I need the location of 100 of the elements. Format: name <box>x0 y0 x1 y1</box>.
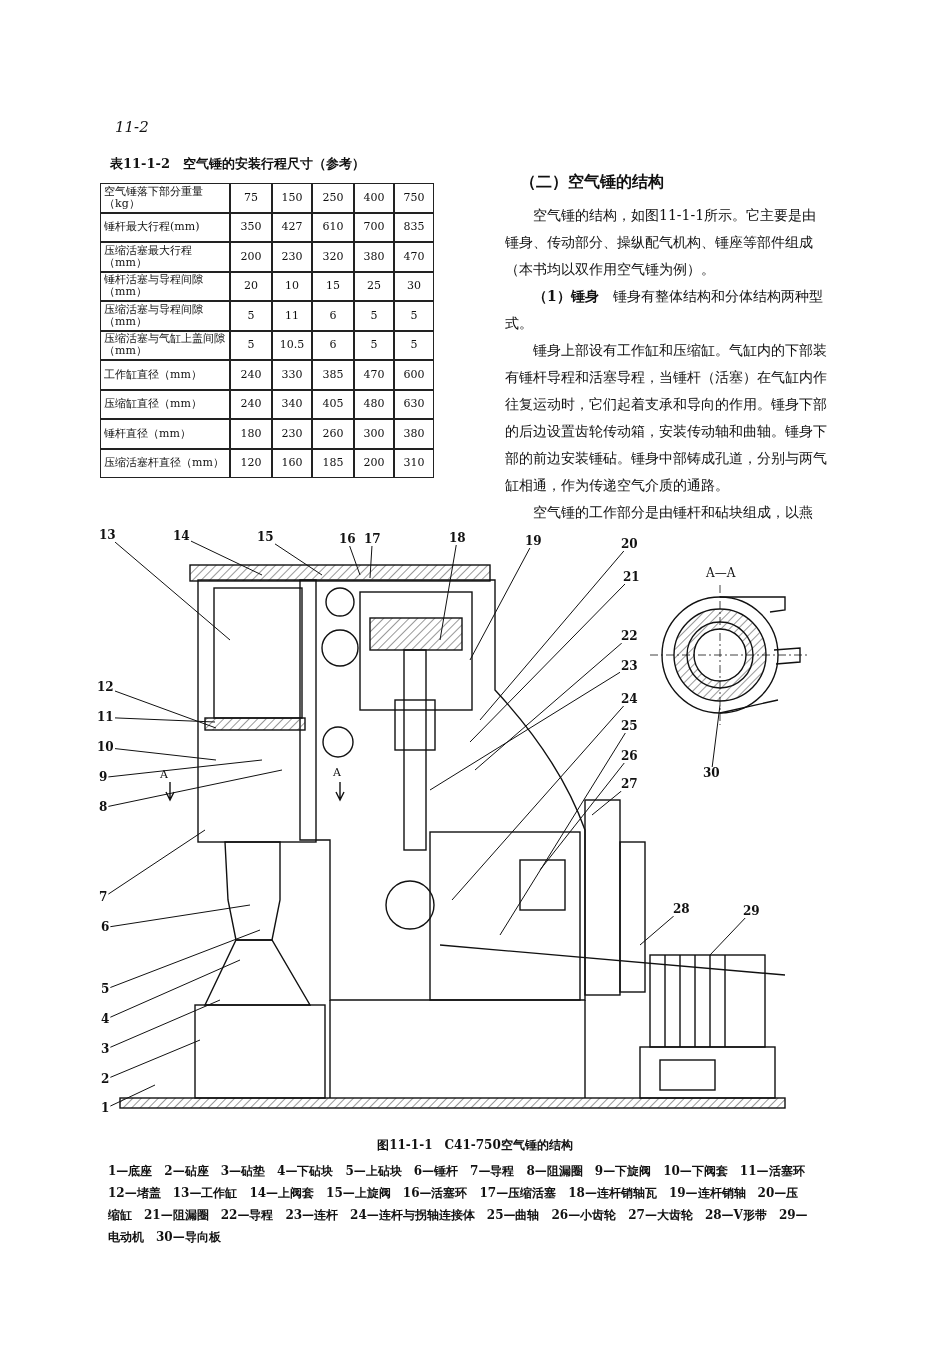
figure-caption: 图11-1-1 C41-750空气锤的结构 <box>376 1137 574 1154</box>
table-cell: 600 <box>394 360 434 390</box>
callout-number: 7 <box>98 891 109 904</box>
callout-number: 1 <box>100 1102 111 1115</box>
table-cell: 空气锤落下部分重量（kg） <box>100 183 230 213</box>
callout-number: 6 <box>100 921 111 934</box>
table-cell: 20 <box>230 271 272 301</box>
callout-number: 15 <box>256 531 275 544</box>
leader-line <box>479 550 625 721</box>
callout-number: 19 <box>524 535 543 548</box>
table-cell: 10 <box>272 271 312 301</box>
leader-line <box>439 544 457 641</box>
callout-number: 8 <box>98 801 109 814</box>
table-cell: 150 <box>272 183 312 213</box>
leader-line <box>539 762 625 871</box>
body-paragraph: 空气锤的工作部分是由锤杆和砧块组成，以燕 <box>532 503 814 522</box>
body-paragraph: 锤身上部设有工作缸和压缩缸。气缸内的下部装有锤杆导程和活塞导程，当锤杆（活塞）在气缸内作往复运动时，它们起着支承和导向的作用。锤身下部的后边设置齿轮传动箱，安装传动轴和曲轴。锤身下部的前边安装锤砧。锤身中部铸成孔道，分别与两气缸相通，作为传递空气介质的通路。 <box>505 341 827 495</box>
table-cell: 5 <box>394 330 434 360</box>
leader-line <box>369 545 373 579</box>
leader-line <box>114 690 217 729</box>
table-cell: 压缩缸直径（mm） <box>100 389 230 419</box>
table-cell: 6 <box>312 301 354 331</box>
table-cell: 锤杆最大行程(mm) <box>100 212 230 242</box>
callout-number: 14 <box>172 530 191 543</box>
table-cell: 380 <box>354 242 394 272</box>
callout-number: 30 <box>702 767 721 780</box>
table-cell: 200 <box>354 448 394 478</box>
leader-line <box>474 642 623 771</box>
table-cell: 185 <box>312 448 354 478</box>
leader-line <box>639 915 675 946</box>
callout-number: 10 <box>96 741 115 754</box>
table-cell: 5 <box>230 330 272 360</box>
table-cell: 470 <box>354 360 394 390</box>
callout-number: 26 <box>620 750 639 763</box>
leader-line <box>274 543 323 576</box>
table-cell: 160 <box>272 448 312 478</box>
table-cell: 300 <box>354 419 394 449</box>
leader-line <box>109 959 241 1018</box>
leader-line <box>107 769 283 807</box>
section-label: A—A <box>706 566 736 580</box>
section-mark: A <box>333 766 341 779</box>
table-cell: 压缩活塞与导程间隙（mm） <box>100 301 230 331</box>
leader-line <box>469 583 626 743</box>
table-cell: 385 <box>312 360 354 390</box>
table-cell: 240 <box>230 389 272 419</box>
table-cell: 400 <box>354 183 394 213</box>
body-paragraph: （1）锤身 锤身有整体结构和分体结构两种型式。 <box>505 287 824 333</box>
callout-number: 23 <box>620 660 639 673</box>
callout-number: 17 <box>363 533 382 546</box>
callout-number: 28 <box>672 903 691 916</box>
table-cell: 610 <box>312 212 354 242</box>
table-cell: 200 <box>230 242 272 272</box>
table-cell: 5 <box>230 301 272 331</box>
leader-line <box>429 671 621 791</box>
callout-number: 12 <box>96 681 115 694</box>
callout-number: 20 <box>620 538 639 551</box>
table-cell: 240 <box>230 360 272 390</box>
callout-number: 25 <box>620 720 639 733</box>
callout-number: 5 <box>100 983 111 996</box>
table-cell: 180 <box>230 419 272 449</box>
table-cell: 5 <box>354 301 394 331</box>
leader-line <box>591 790 622 816</box>
callout-number: 11 <box>96 711 115 724</box>
table-cell: 15 <box>312 271 354 301</box>
table-cell: 470 <box>394 242 434 272</box>
table-cell: 340 <box>272 389 312 419</box>
callout-number: 22 <box>620 630 639 643</box>
table-cell: 10.5 <box>272 330 312 360</box>
table-cell: 630 <box>394 389 434 419</box>
table-cell: 230 <box>272 419 312 449</box>
table-cell: 230 <box>272 242 312 272</box>
table-cell: 700 <box>354 212 394 242</box>
parts-list: 1—底座 2—砧座 3—砧垫 4—下砧块 5—上砧块 6—锤杆 7—导程 8—阻漏圈 9—下旋阀 10—下阀套 11—活塞环 12—堵盖 13—工作缸 14—上阀套 15—上旋阀 16—活塞环 17—压缩活塞 18—连杆销轴瓦 19—连杆销轴 20—压缩缸 21—阻漏圈 22—导程 23—连杆 24—连杆与拐轴连接体 25—曲轴 26—小齿轮 27—大齿轮 28—V形带 29—电动机 30—导向板 <box>108 1160 808 1248</box>
table-cell: 压缩活塞最大行程（mm） <box>100 242 230 272</box>
table-cell: 250 <box>312 183 354 213</box>
callout-number: 3 <box>100 1043 111 1056</box>
leader-line <box>190 540 263 576</box>
table-cell: 25 <box>354 271 394 301</box>
leader-line <box>451 705 625 901</box>
table-cell: 350 <box>230 212 272 242</box>
table-cell: 427 <box>272 212 312 242</box>
leader-line <box>114 748 217 761</box>
leader-line <box>114 541 231 641</box>
table-cell: 5 <box>354 330 394 360</box>
leader-line <box>499 732 626 936</box>
callout-number: 29 <box>742 905 761 918</box>
table-cell: 835 <box>394 212 434 242</box>
callout-number: 18 <box>448 532 467 545</box>
leader-line <box>109 999 221 1048</box>
table-cell: 310 <box>394 448 434 478</box>
body-paragraph: 空气锤的结构，如图11-1-1所示。它主要是由锤身、传动部分、操纵配气机构、锤座等部件组成（本书均以双作用空气锤为例）。 <box>505 206 818 279</box>
callout-number: 13 <box>98 529 117 542</box>
leader-line <box>107 759 263 778</box>
callout-number: 2 <box>100 1073 111 1086</box>
table-cell: 330 <box>272 360 312 390</box>
section-heading: （二）空气锤的结构 <box>520 172 664 193</box>
leader-line <box>114 717 216 723</box>
callout-number: 27 <box>620 778 639 791</box>
table-cell: 380 <box>394 419 434 449</box>
table-cell: 480 <box>354 389 394 419</box>
